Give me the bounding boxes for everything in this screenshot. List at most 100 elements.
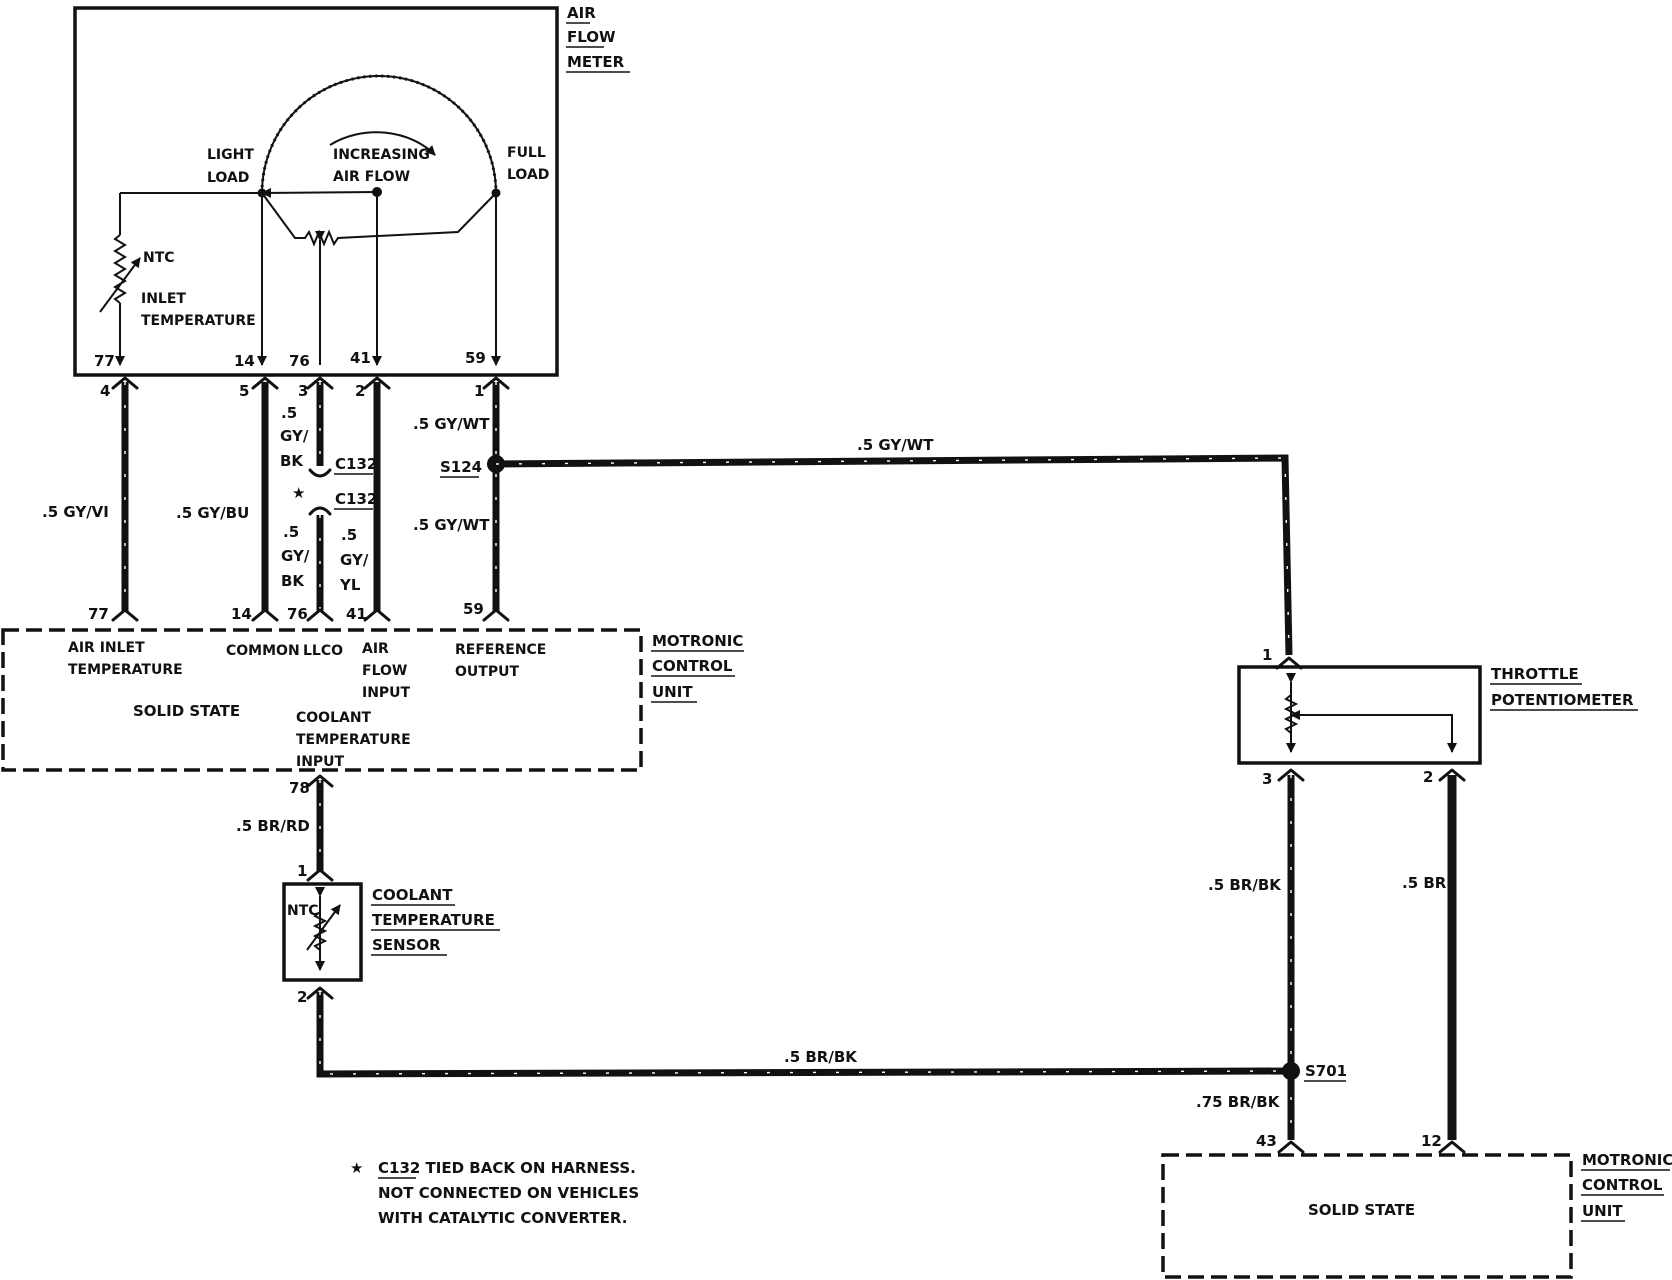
llco-label: LLCO [303, 643, 343, 659]
s701-label: S701 [1305, 1062, 1347, 1080]
coolant-input-3: INPUT [296, 754, 345, 770]
mcu-top-title-1: MOTRONIC [652, 632, 743, 650]
air-inlet-1: AIR INLET [68, 640, 145, 656]
mcu-bottom-pin-12: 12 [1421, 1132, 1442, 1150]
harness-pin-3: 3 [298, 382, 308, 400]
air-flow-input-3: INPUT [362, 685, 411, 701]
air-flow-meter: AIR FLOW METER LIGHT LOAD FULL LOAD INCR… [73, 4, 630, 377]
wire-gy-yl-2: GY/ [340, 551, 369, 569]
mcu-pin-59: 59 [463, 600, 484, 618]
mcu-top-title-2: CONTROL [652, 657, 733, 675]
throttle-title-1: THROTTLE [1491, 665, 1579, 683]
inlet-1: INLET [141, 291, 186, 307]
coolant-title-1: COOLANT [372, 886, 453, 904]
throttle-pin-3: 3 [1262, 770, 1272, 788]
coolant-ntc-label: NTC [287, 903, 319, 919]
potentiometer-arc [261, 75, 497, 194]
ntc-label: NTC [143, 250, 175, 266]
full-load-1: FULL [507, 145, 546, 161]
wire-gy-wt-run-label: .5 GY/WT [857, 436, 934, 454]
wire-br-bk-bottom-label: .5 BR/BK [784, 1048, 858, 1066]
afm-pin-14: 14 [234, 352, 255, 370]
s124-label: S124 [440, 458, 482, 476]
increasing-1: INCREASING [333, 147, 430, 163]
mcu-bottom-title-2: CONTROL [1582, 1176, 1663, 1194]
air-flow-meter-box [73, 6, 559, 377]
reference-output-2: OUTPUT [455, 664, 519, 680]
coolant-pin-1: 1 [297, 862, 307, 880]
wire-br-bk-right-label: .5 BR/BK [1208, 876, 1282, 894]
afm-title-2: FLOW [567, 28, 616, 46]
afm-pin-76: 76 [289, 352, 310, 370]
wire-gy-bu-label: .5 GY/BU [176, 504, 249, 522]
mcu-pin-76: 76 [287, 605, 308, 623]
c132-lower-label: C132 [335, 490, 377, 508]
wire-gy-bk-upper-3: BK [280, 452, 304, 470]
wire-gy-bk-upper-2: GY/ [280, 427, 309, 445]
footnote: ★ C132 TIED BACK ON HARNESS. NOT CONNECT… [350, 1159, 639, 1227]
wire-gy-wt-run: .5 GY/WT [495, 436, 1293, 656]
mcu-bottom-pin-43: 43 [1256, 1132, 1277, 1150]
throttle-to-mcu-wires: .5 BR/BK .5 BR S701 .75 BR/BK [1196, 775, 1457, 1140]
throttle-pin-2: 2 [1423, 768, 1433, 786]
harness-pin-1: 1 [474, 382, 484, 400]
wire-gy-bk-upper-1: .5 [281, 404, 297, 422]
harness-pin-5: 5 [239, 382, 249, 400]
mcu-bottom-box [1161, 1153, 1573, 1279]
coolant-temperature-sensor: .5 BR/RD 1 NTC COOLANT TEMPERATURE SENSO… [236, 780, 500, 1006]
coolant-title-3: SENSOR [372, 936, 441, 954]
coolant-sensor-box [282, 882, 363, 982]
harness-wires-top: C132 C132 ★ S124 .5 GY/VI .5 GY/BU .5 GY… [42, 382, 505, 612]
ntc-resistor [113, 234, 127, 304]
wire-gy-vi-label: .5 GY/VI [42, 503, 109, 521]
wire-br-bk-075-label: .75 BR/BK [1196, 1093, 1281, 1111]
wire-gy-bk-lower-1: .5 [283, 523, 299, 541]
increasing-arrow [329, 131, 436, 156]
harness-connector-afm: 4 5 3 2 1 [100, 376, 510, 400]
note-star: ★ [350, 1159, 363, 1177]
wire-gy-wt-upper: .5 GY/WT [413, 415, 490, 433]
mcu-pin-77: 77 [88, 605, 109, 623]
c132-upper [308, 468, 332, 478]
light-load-1: LIGHT [207, 147, 254, 163]
harness-pin-2: 2 [355, 382, 365, 400]
star-mark: ★ [292, 484, 305, 502]
afm-pin-77: 77 [94, 352, 115, 370]
wire-br-bk-ground: .5 BR/BK [316, 992, 1292, 1078]
wire-gy-yl-3: YL [339, 576, 361, 594]
afm-title-3: METER [567, 53, 625, 71]
motronic-control-unit-bottom: 43 12 SOLID STATE MOTRONIC CONTROL UNIT [1161, 1132, 1672, 1279]
afm-pin-59: 59 [465, 349, 486, 367]
harness-pin-4: 4 [100, 382, 110, 400]
mcu-top-box [1, 628, 643, 772]
reference-output-1: REFERENCE [455, 642, 546, 658]
wire-gy-bk-lower-2: GY/ [281, 547, 310, 565]
throttle-potentiometer: 1 THROTTLE POTENTIOMETER 3 2 [1237, 646, 1638, 788]
motronic-control-unit-top: 77 14 76 41 59 MOTRONIC CONTROL UNIT AIR… [1, 600, 744, 797]
wire-gy-bk-lower-3: BK [281, 572, 305, 590]
mcu-pin-14: 14 [231, 605, 252, 623]
coolant-title-2: TEMPERATURE [372, 911, 495, 929]
wire-gy-wt-lower: .5 GY/WT [413, 516, 490, 534]
coolant-input-2: TEMPERATURE [296, 732, 411, 748]
throttle-pin-1: 1 [1262, 646, 1272, 664]
air-inlet-2: TEMPERATURE [68, 662, 183, 678]
splice-s701 [1282, 1062, 1300, 1080]
throttle-title-2: POTENTIOMETER [1491, 691, 1634, 709]
coolant-pin-2: 2 [297, 988, 307, 1006]
mcu-pin-78: 78 [289, 779, 310, 797]
wire-gy-yl-1: .5 [341, 526, 357, 544]
note-line-3: WITH CATALYTIC CONVERTER. [378, 1209, 627, 1227]
wire-br-rd-label: .5 BR/RD [236, 817, 310, 835]
afm-pin-41: 41 [350, 349, 371, 367]
mcu-bottom-title-3: UNIT [1582, 1202, 1623, 1220]
mcu-top-title-3: UNIT [652, 683, 693, 701]
afm-title-1: AIR [567, 4, 596, 22]
inlet-2: TEMPERATURE [141, 313, 256, 329]
common-label: COMMON [226, 643, 300, 659]
note-line-2: NOT CONNECTED ON VEHICLES [378, 1184, 639, 1202]
mcu-bottom-title-1: MOTRONIC [1582, 1151, 1672, 1169]
mcu-pin-41: 41 [346, 605, 367, 623]
air-flow-input-1: AIR [362, 641, 389, 657]
